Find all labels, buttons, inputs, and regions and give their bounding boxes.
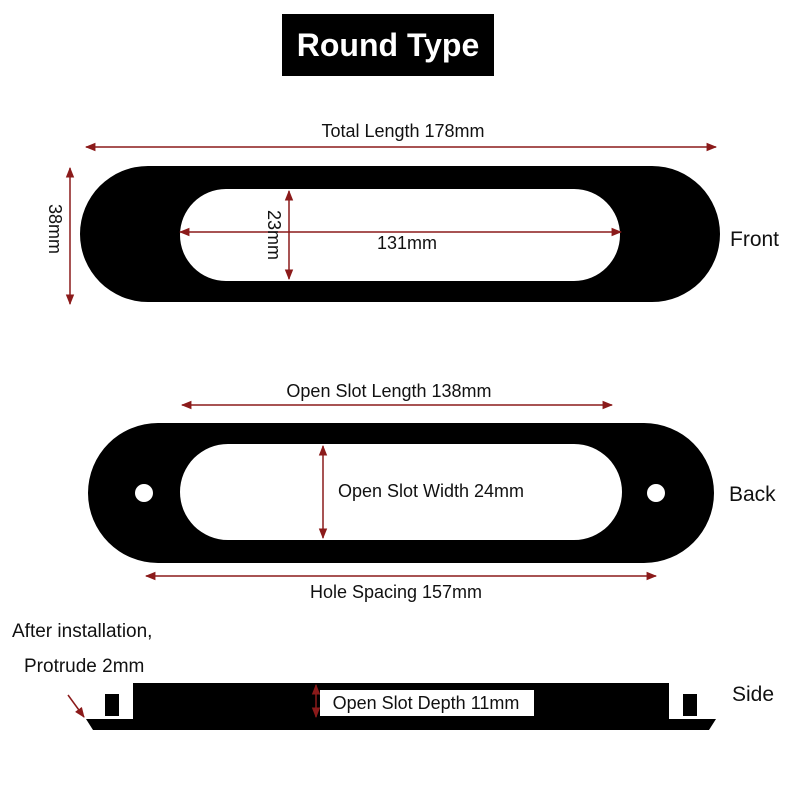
title-banner: Round Type (282, 14, 494, 76)
protrude-pointer-line (67, 694, 85, 718)
side-flange (86, 719, 716, 730)
front-view: Total Length 178mm 38mm 23mm 131mm Front (45, 121, 779, 306)
open-slot-length-label: Open Slot Length 138mm (286, 381, 491, 401)
open-slot-depth-label: Open Slot Depth 11mm (333, 693, 520, 713)
back-cover-shape (88, 423, 714, 563)
installation-note-line2: Protrude 2mm (24, 656, 144, 677)
slot-length-label: 131mm (377, 233, 437, 253)
open-slot-width-label: Open Slot Width 24mm (338, 481, 524, 501)
side-view-label: Side (732, 683, 774, 706)
front-cover-shape (80, 166, 720, 302)
side-right-post (683, 694, 697, 716)
page-title: Round Type (296, 26, 480, 63)
installation-note-line1: After installation, (12, 621, 152, 642)
slot-height-label: 23mm (264, 210, 284, 260)
back-view-label: Back (729, 483, 776, 506)
height-label: 38mm (45, 204, 65, 254)
hole-spacing-label: Hole Spacing 157mm (310, 582, 482, 602)
side-left-post (105, 694, 119, 716)
front-view-label: Front (730, 228, 779, 251)
side-view: Open Slot Depth 11mm After installation,… (12, 621, 774, 730)
back-view: Open Slot Length 138mm Open Slot Width 2… (88, 381, 776, 602)
total-length-label: Total Length 178mm (321, 121, 484, 141)
depth-label-backdrop (320, 690, 534, 716)
